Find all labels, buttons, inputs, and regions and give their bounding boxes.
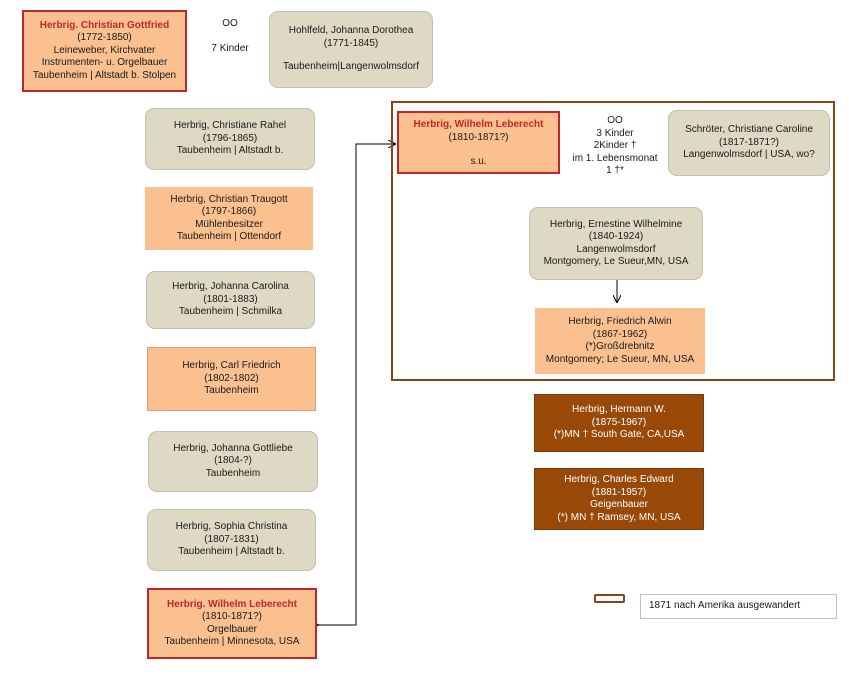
legend-swatch	[594, 594, 625, 603]
child-places: Taubenheim | Schmilka	[178, 306, 283, 318]
child-box-sophia[interactable]: Herbrig, Sophia Christina (1807-1831) Ta…	[147, 509, 316, 571]
root-spouse-name: Hohlfeld, Johanna Dorothea	[288, 25, 414, 37]
charles-box[interactable]: Herbrig, Charles Edward (1881-1957) Geig…	[534, 468, 704, 530]
child-box-traugott[interactable]: Herbrig, Christian Traugott (1797-1866) …	[145, 187, 313, 250]
child-name: Herbrig, Sophia Christina	[175, 521, 288, 533]
child-dates: (1801-1883)	[203, 293, 258, 305]
child-places: Taubenheim	[204, 385, 259, 397]
root-person-occupation-2: Instrumenten- u. Orgelbauer	[41, 57, 168, 69]
spouse-2-places: Langenwolmsdorf | USA, wo?	[683, 149, 815, 161]
wilhelm-dates: (1810-1871?)	[448, 131, 509, 143]
child-name: Herbrig, Christian Traugott	[170, 193, 288, 205]
child-dates: (1804-?)	[214, 455, 252, 467]
charles-places: (*) MN † Ramsey, MN, USA	[557, 511, 681, 523]
link-arrow	[318, 144, 395, 625]
child-occupation: Mühlenbesitzer	[195, 218, 263, 230]
root-person-dates: (1772-1850)	[77, 32, 132, 44]
child-name: Herbrig. Wilhelm Leberecht	[167, 598, 297, 610]
wilhelm-box[interactable]: Herbrig, Wilhelm Leberecht (1810-1871?) …	[397, 111, 560, 174]
child-name: Herbrig, Carl Friedrich	[182, 360, 281, 372]
ernestine-name: Herbrig, Ernestine Wilhelmine	[549, 218, 683, 230]
marriage-symbol: OO	[607, 115, 623, 126]
child-name: Herbrig, Johanna Gottliebe	[173, 442, 293, 454]
ernestine-dates: (1840-1924)	[588, 231, 644, 242]
root-person-occupation: Leineweber, Kirchvater	[53, 44, 156, 56]
charles-dates: (1881-1957)	[591, 486, 647, 498]
child-box-gottliebe[interactable]: Herbrig, Johanna Gottliebe (1804-?) Taub…	[148, 431, 318, 492]
child-dates: (1810-1871?)	[201, 611, 263, 622]
child-name: Herbrig, Christiane Rahel	[173, 120, 287, 132]
root-person-box[interactable]: Herbrig. Christian Gottfried (1772-1850)…	[22, 10, 187, 92]
root-marriage: OO 7 Kinder	[205, 18, 255, 55]
children-count: 7 Kinder	[211, 42, 249, 54]
child-name: Herbrig, Johanna Carolina	[172, 281, 289, 293]
child-places: Taubenheim | Altstadt b.	[178, 546, 285, 558]
charles-occupation: Geigenbauer	[590, 499, 648, 510]
child-dates: (1802-1802)	[204, 372, 259, 384]
alwin-name: Herbrig, Friedrich Alwin	[568, 316, 672, 327]
legend-label: 1871 nach Amerika ausgewandert	[640, 594, 837, 619]
child-places: Taubenheim | Ottendorf	[176, 231, 282, 242]
root-spouse-box[interactable]: Hohlfeld, Johanna Dorothea (1771-1845) T…	[269, 11, 433, 88]
child-box-carl[interactable]: Herbrig, Carl Friedrich (1802-1802) Taub…	[147, 347, 316, 411]
hermann-box[interactable]: Herbrig, Hermann W. (1875-1967) (*)MN † …	[534, 394, 704, 452]
charles-name: Herbrig, Charles Edward	[564, 474, 674, 485]
emigrant-family-frame	[391, 101, 835, 381]
child-places: Taubenheim | Altstadt b.	[176, 145, 284, 157]
wilhelm-note: s.u.	[470, 156, 487, 167]
spouse-2-box[interactable]: Schröter, Christiane Caroline (1817-1871…	[668, 110, 830, 176]
spouse-2-dates: (1817-1871?)	[718, 136, 780, 148]
child-dates: (1796-1865)	[202, 132, 258, 144]
children-note: 1 †*	[606, 165, 624, 176]
root-person-name: Herbrig. Christian Gottfried	[39, 19, 170, 31]
ernestine-place-2: Montgomery, Le Sueur,MN, USA	[543, 256, 689, 267]
marriage-2: OO 3 Kinder 2Kinder † im 1. Lebensmonat …	[565, 115, 665, 178]
marriage-symbol: OO	[222, 18, 238, 29]
spouse-2-name: Schröter, Christiane Caroline	[685, 124, 813, 136]
children-deceased: 2Kinder †	[593, 140, 637, 151]
child-occupation: Orgelbauer	[206, 623, 258, 635]
alwin-birthplace: (*)Großdrebnitz	[585, 341, 655, 352]
alwin-dates: (1867-1962)	[592, 328, 648, 340]
child-dates: (1797-1866)	[201, 206, 257, 217]
alwin-places: Montgomery; Le Sueur, MN, USA	[545, 353, 695, 365]
child-box-wilhelm[interactable]: Herbrig. Wilhelm Leberecht (1810-1871?) …	[147, 588, 317, 659]
hermann-name: Herbrig, Hermann W.	[572, 404, 666, 416]
child-dates: (1807-1831)	[204, 533, 259, 545]
children-count: 3 Kinder	[596, 127, 634, 139]
hermann-dates: (1875-1967)	[591, 416, 647, 428]
child-box-carolina[interactable]: Herbrig, Johanna Carolina (1801-1883) Ta…	[146, 271, 315, 329]
children-deceased-note: im 1. Lebensmonat	[572, 152, 658, 164]
root-spouse-dates: (1771-1845)	[323, 37, 379, 49]
hermann-places: (*)MN † South Gate, CA,USA	[553, 429, 685, 441]
root-person-places: Taubenheim | Altstadt b. Stolpen	[32, 69, 177, 81]
child-places: Taubenheim | Minnesota, USA	[164, 636, 300, 647]
alwin-box[interactable]: Herbrig, Friedrich Alwin (1867-1962) (*)…	[535, 308, 705, 374]
wilhelm-name: Herbrig, Wilhelm Leberecht	[413, 119, 544, 130]
ernestine-place-1: Langenwolmsdorf	[576, 243, 656, 255]
ernestine-box[interactable]: Herbrig, Ernestine Wilhelmine (1840-1924…	[529, 207, 703, 280]
child-box-rahel[interactable]: Herbrig, Christiane Rahel (1796-1865) Ta…	[145, 108, 315, 170]
child-places: Taubenheim	[205, 467, 261, 479]
root-spouse-places: Taubenheim|Langenwolmsdorf	[282, 61, 419, 73]
